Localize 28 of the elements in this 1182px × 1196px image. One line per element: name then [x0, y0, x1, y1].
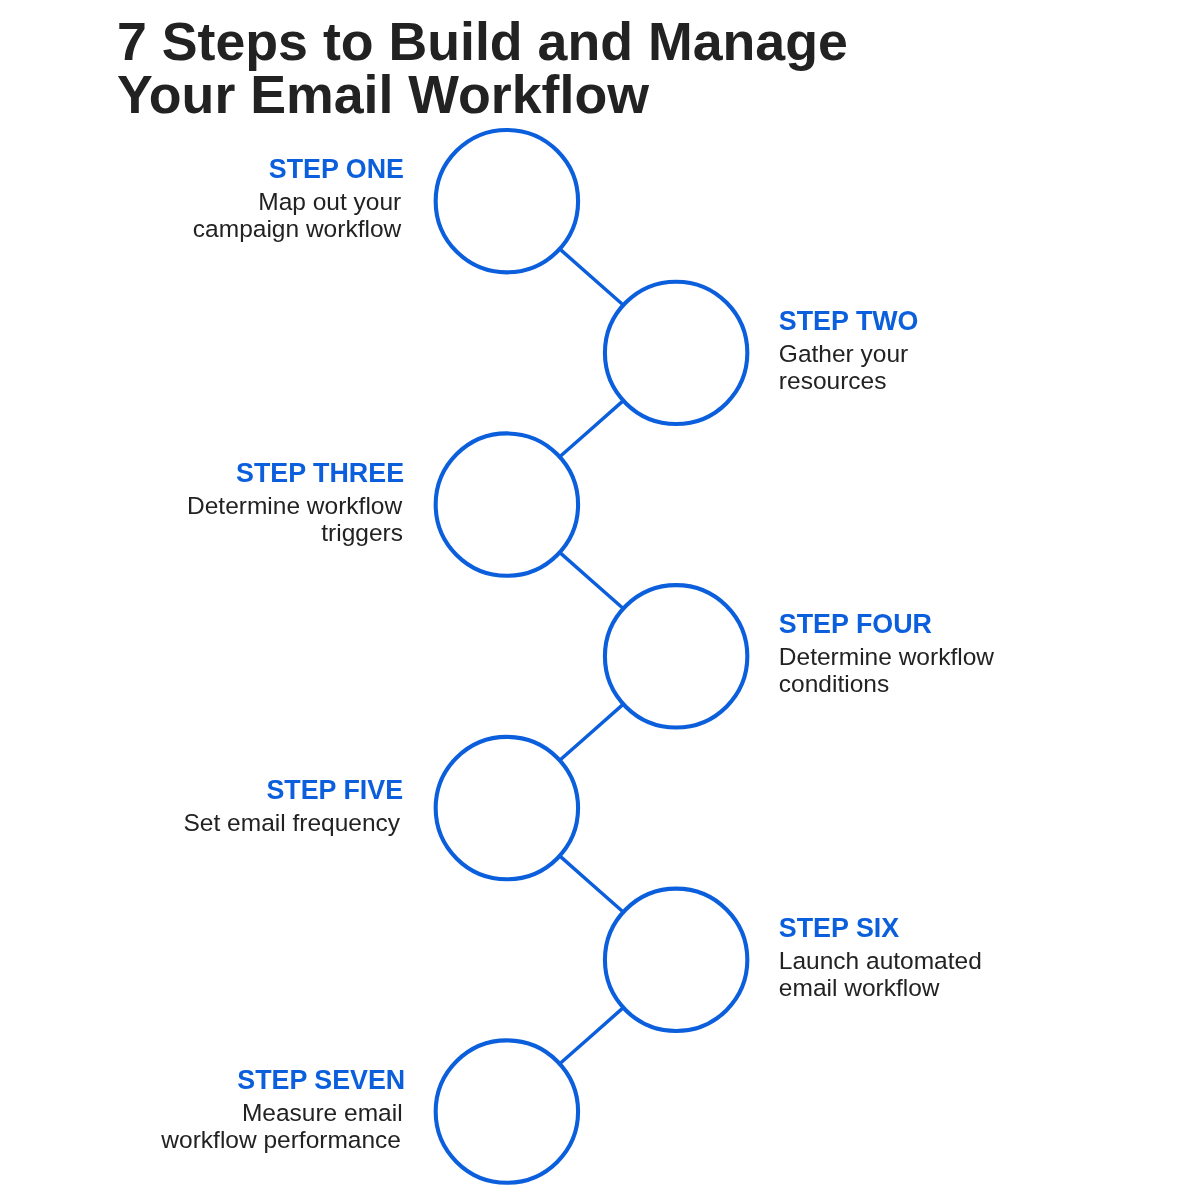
node-circle: [433, 734, 580, 882]
connector: [558, 551, 624, 610]
node-circle: [602, 279, 749, 427]
node-label: Set email frequency: [183, 809, 400, 837]
connector: [558, 247, 624, 307]
node-label: STEP ONE: [268, 154, 404, 185]
connector: [558, 703, 624, 762]
node-circle: [602, 583, 749, 730]
node-circle: [433, 1038, 580, 1185]
connector: [558, 1006, 624, 1066]
node-label: Launch automated email workflow: [778, 946, 982, 1001]
node-label: Measure email workflow performance: [160, 1098, 403, 1153]
node-label: STEP FOUR: [778, 609, 932, 640]
connector: [558, 854, 624, 914]
diagram-title: 7 Steps to Build and Manage Your Email Workflow: [116, 10, 848, 125]
node-label: Determine workflow conditions: [778, 643, 994, 698]
node-label: STEP SEVEN: [236, 1064, 405, 1095]
node-circle: [433, 127, 580, 275]
node-circle: [602, 886, 749, 1034]
node-label: STEP TWO: [778, 306, 918, 336]
connector: [558, 399, 624, 459]
node-circle: [433, 431, 580, 578]
node-label: STEP FIVE: [265, 775, 403, 806]
node-label: Map out your campaign workflow: [192, 188, 401, 243]
node-label: Gather your resources: [778, 339, 908, 394]
node-label: Determine workflow triggers: [186, 491, 403, 546]
node-label: STEP THREE: [235, 457, 404, 488]
node-label: STEP SIX: [778, 912, 899, 943]
